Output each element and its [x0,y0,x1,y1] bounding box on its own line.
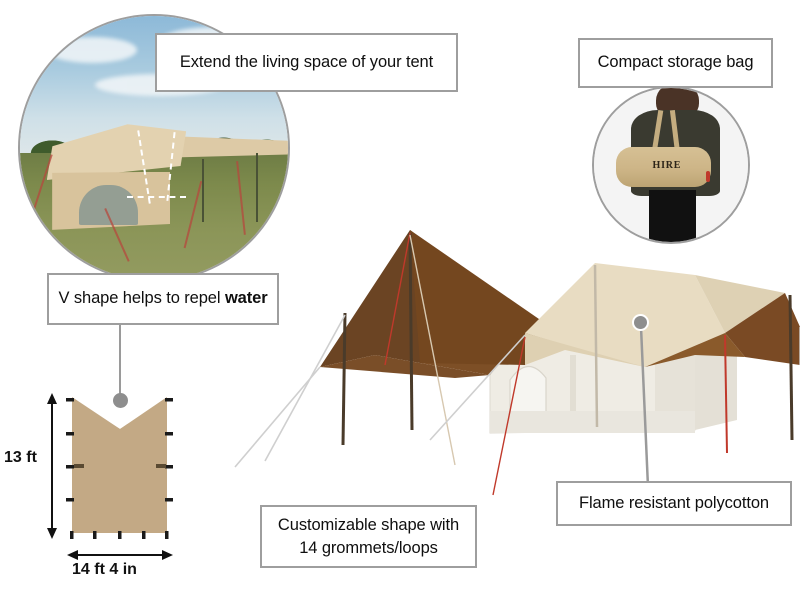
callout-text: V shape helps to repel water [58,288,267,309]
tarp-pole [255,153,258,222]
bag-zipper-pull [706,171,711,183]
callout-text-line2: 14 grommets/loops [299,538,438,557]
tarp-dimension-diagram: 13 ft 14 ft 4 in [4,385,240,585]
tarp-panel-light-far [695,275,785,333]
grommet-tab [66,398,74,402]
guy-line [492,336,526,496]
dimension-svg [47,387,173,560]
callout-text: Flame resistant polycotton [579,493,769,512]
tarp-v-notch [72,387,167,429]
grommet-tab [165,531,169,539]
grommet-tab [165,432,173,436]
callout-v-shape-repel-water: V shape helps to repel water [47,273,279,325]
grommet-tab [66,465,74,469]
grommet-loop-marker [74,464,84,468]
grommet-tab [165,498,173,502]
guy-line [264,314,346,462]
tarp-pole [202,158,205,222]
tarp-pole [724,334,728,454]
width-dimension-arrow [67,550,173,560]
callout-extend-living-space: Extend the living space of your tent [155,33,458,92]
tarp-panel-light-right [525,263,725,367]
bag-logo-text: HIRE [652,160,682,172]
grommet-tab [118,531,122,539]
guy-line [234,366,321,468]
grommet-tab [142,531,146,539]
tarp-pole [408,232,414,431]
grommet-tab [66,432,74,436]
callout-text: Extend the living space of your tent [179,52,434,71]
guy-line [409,234,456,466]
dashed-guide-line [127,195,187,198]
grommet-tab [93,531,97,539]
guy-line [384,232,411,366]
tarp-pole [341,312,347,446]
tarp-shape-body [72,399,167,533]
pointer-dot-v-shape [113,393,128,408]
tarp-panel-dark-right [725,293,800,365]
tarp-panel-dark-left-lower [320,355,490,378]
callout-text-emphasis: water [224,289,268,308]
grommet-tab [165,398,173,402]
tarp-panel-light-mid [525,333,645,367]
callout-text-line1: Customizable shape with [277,516,460,535]
pointer-dot-flame-resistant [632,314,649,331]
callout-compact-storage-bag: Compact storage bag [578,38,773,88]
callout-text-plain: V shape helps to repel [58,289,225,308]
callout-text: Compact storage bag [597,53,754,72]
grommet-tab [165,465,173,469]
storage-bag-scene: HIRE [594,88,748,242]
tarp-pole [593,264,599,428]
person-legs [649,189,696,242]
leader-line-flame-resistant [639,326,650,488]
width-dimension-label: 14 ft 4 in [72,561,137,578]
grommet-loop-marker [156,464,166,468]
grommet-tab [70,531,74,539]
main-tarp-illustration [225,215,800,505]
grommet-tab [66,498,74,502]
callout-customizable-shape: Customizable shape with 14 grommets/loop… [260,505,477,568]
duffel-bag [615,146,712,187]
tarp-pole [788,294,794,441]
height-dimension-arrow [47,393,57,539]
guy-line [429,334,526,441]
cloud-shape [46,37,137,64]
photo-storage-bag: HIRE [592,86,750,244]
tarp-tent-svg [234,230,800,496]
tarp-panel-dark-right-b [645,333,745,367]
height-dimension-label: 13 ft [4,449,37,466]
callout-flame-resistant: Flame resistant polycotton [556,481,792,526]
tarp-panel-dark-center-b [410,230,565,365]
leader-line-v-shape [119,325,121,397]
